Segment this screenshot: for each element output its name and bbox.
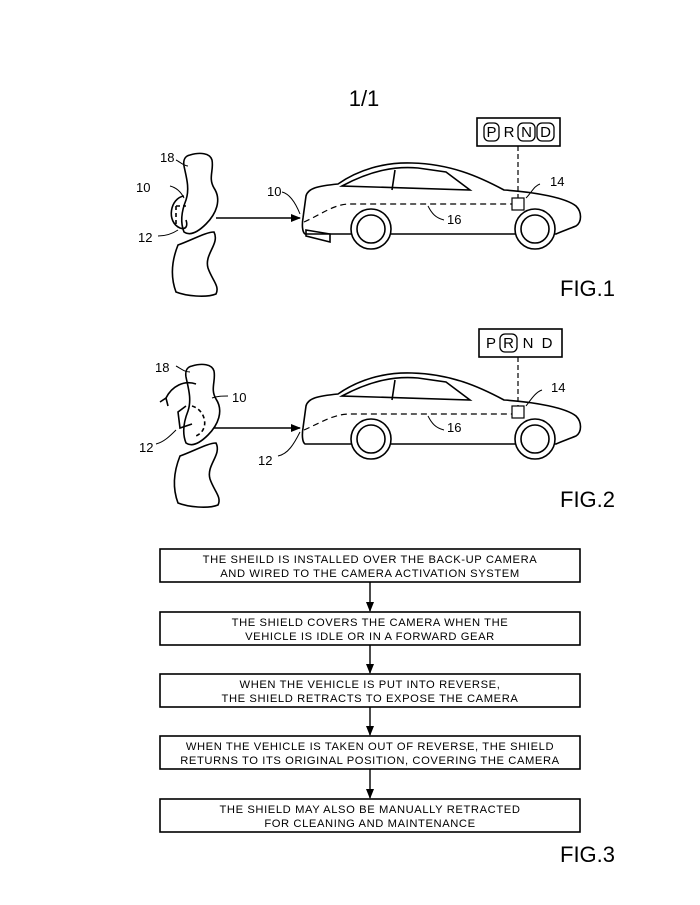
- gear-letter: R: [503, 335, 514, 352]
- gear-letter: D: [542, 335, 553, 352]
- gear-letter: N: [521, 124, 532, 141]
- figure-label: FIG.2: [560, 487, 615, 512]
- flow-step-text: THE SHIELD COVERS THE CAMERA WHEN THE: [232, 617, 509, 629]
- controller-box-fig2: [512, 406, 524, 418]
- shield-assembly-fig1: [171, 153, 217, 296]
- flow-step-text: FOR CLEANING AND MAINTENANCE: [264, 818, 475, 830]
- flow-step-text: THE SHIELD RETRACTS TO EXPOSE THE CAMERA: [222, 693, 519, 705]
- flow-step-text: RETURNS TO ITS ORIGINAL POSITION, COVERI…: [180, 755, 560, 767]
- figure-label: FIG.1: [560, 276, 615, 301]
- ref-10: 10: [136, 180, 150, 195]
- ref-12: 12: [138, 230, 152, 245]
- flowchart-fig3: THE SHEILD IS INSTALLED OVER THE BACK-UP…: [160, 549, 615, 867]
- ref-14: 14: [550, 174, 564, 189]
- figure-2: P R N D 1: [139, 329, 615, 512]
- sheet-label: 1/1: [349, 86, 380, 111]
- figure-label: FIG.3: [560, 842, 615, 867]
- flow-step-text: VEHICLE IS IDLE OR IN A FORWARD GEAR: [245, 631, 495, 643]
- gear-letter: D: [540, 124, 551, 141]
- figure-1: P R N D: [136, 118, 615, 301]
- ref-10: 10: [267, 184, 281, 199]
- gear-indicator-fig2: P R N D: [479, 329, 562, 357]
- ref-12: 12: [258, 453, 272, 468]
- ref-14: 14: [551, 380, 565, 395]
- gear-letter: P: [486, 335, 496, 352]
- flow-step-text: WHEN THE VEHICLE IS PUT INTO REVERSE,: [240, 679, 501, 691]
- gear-letter: P: [486, 124, 496, 141]
- vehicle-fig1: [302, 163, 580, 249]
- ref-18: 18: [155, 360, 169, 375]
- gear-letter: N: [523, 335, 534, 352]
- ref-16: 16: [447, 212, 461, 227]
- ref-12: 12: [139, 440, 153, 455]
- flow-step-text: THE SHEILD IS INSTALLED OVER THE BACK-UP…: [203, 554, 538, 566]
- shield-assembly-fig2: [160, 364, 220, 507]
- ref-16: 16: [447, 420, 461, 435]
- controller-box-fig1: [512, 198, 524, 210]
- gear-indicator-fig1: P R N D: [477, 118, 560, 146]
- gear-letter: R: [504, 124, 515, 141]
- flow-step-text: AND WIRED TO THE CAMERA ACTIVATION SYSTE…: [220, 568, 520, 580]
- ref-10: 10: [232, 390, 246, 405]
- ref-18: 18: [160, 150, 174, 165]
- flow-step-text: THE SHIELD MAY ALSO BE MANUALLY RETRACTE…: [219, 804, 520, 816]
- vehicle-fig2: [302, 373, 580, 459]
- flow-step-text: WHEN THE VEHICLE IS TAKEN OUT OF REVERSE…: [186, 741, 554, 753]
